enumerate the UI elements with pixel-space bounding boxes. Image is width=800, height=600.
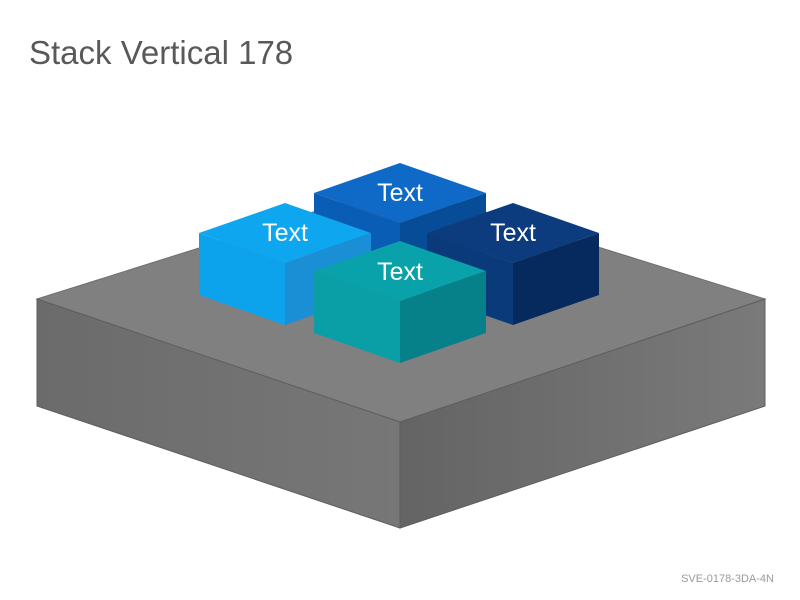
box-front-label: Text: [377, 258, 423, 286]
slide-code: SVE-0178-3DA-4N: [681, 573, 774, 585]
box-back-label: Text: [377, 179, 423, 207]
slide-title: Stack Vertical 178: [29, 34, 294, 71]
box-front-right-face: [400, 271, 486, 363]
platform-right-face: [399, 298, 766, 529]
box-left-label: Text: [262, 219, 308, 247]
box-right-right-face: [513, 233, 599, 325]
box-left-left-face: [199, 233, 285, 325]
box-front[interactable]: Text: [314, 241, 486, 363]
box-right-label: Text: [490, 219, 536, 247]
box-front-left-face: [314, 271, 400, 363]
